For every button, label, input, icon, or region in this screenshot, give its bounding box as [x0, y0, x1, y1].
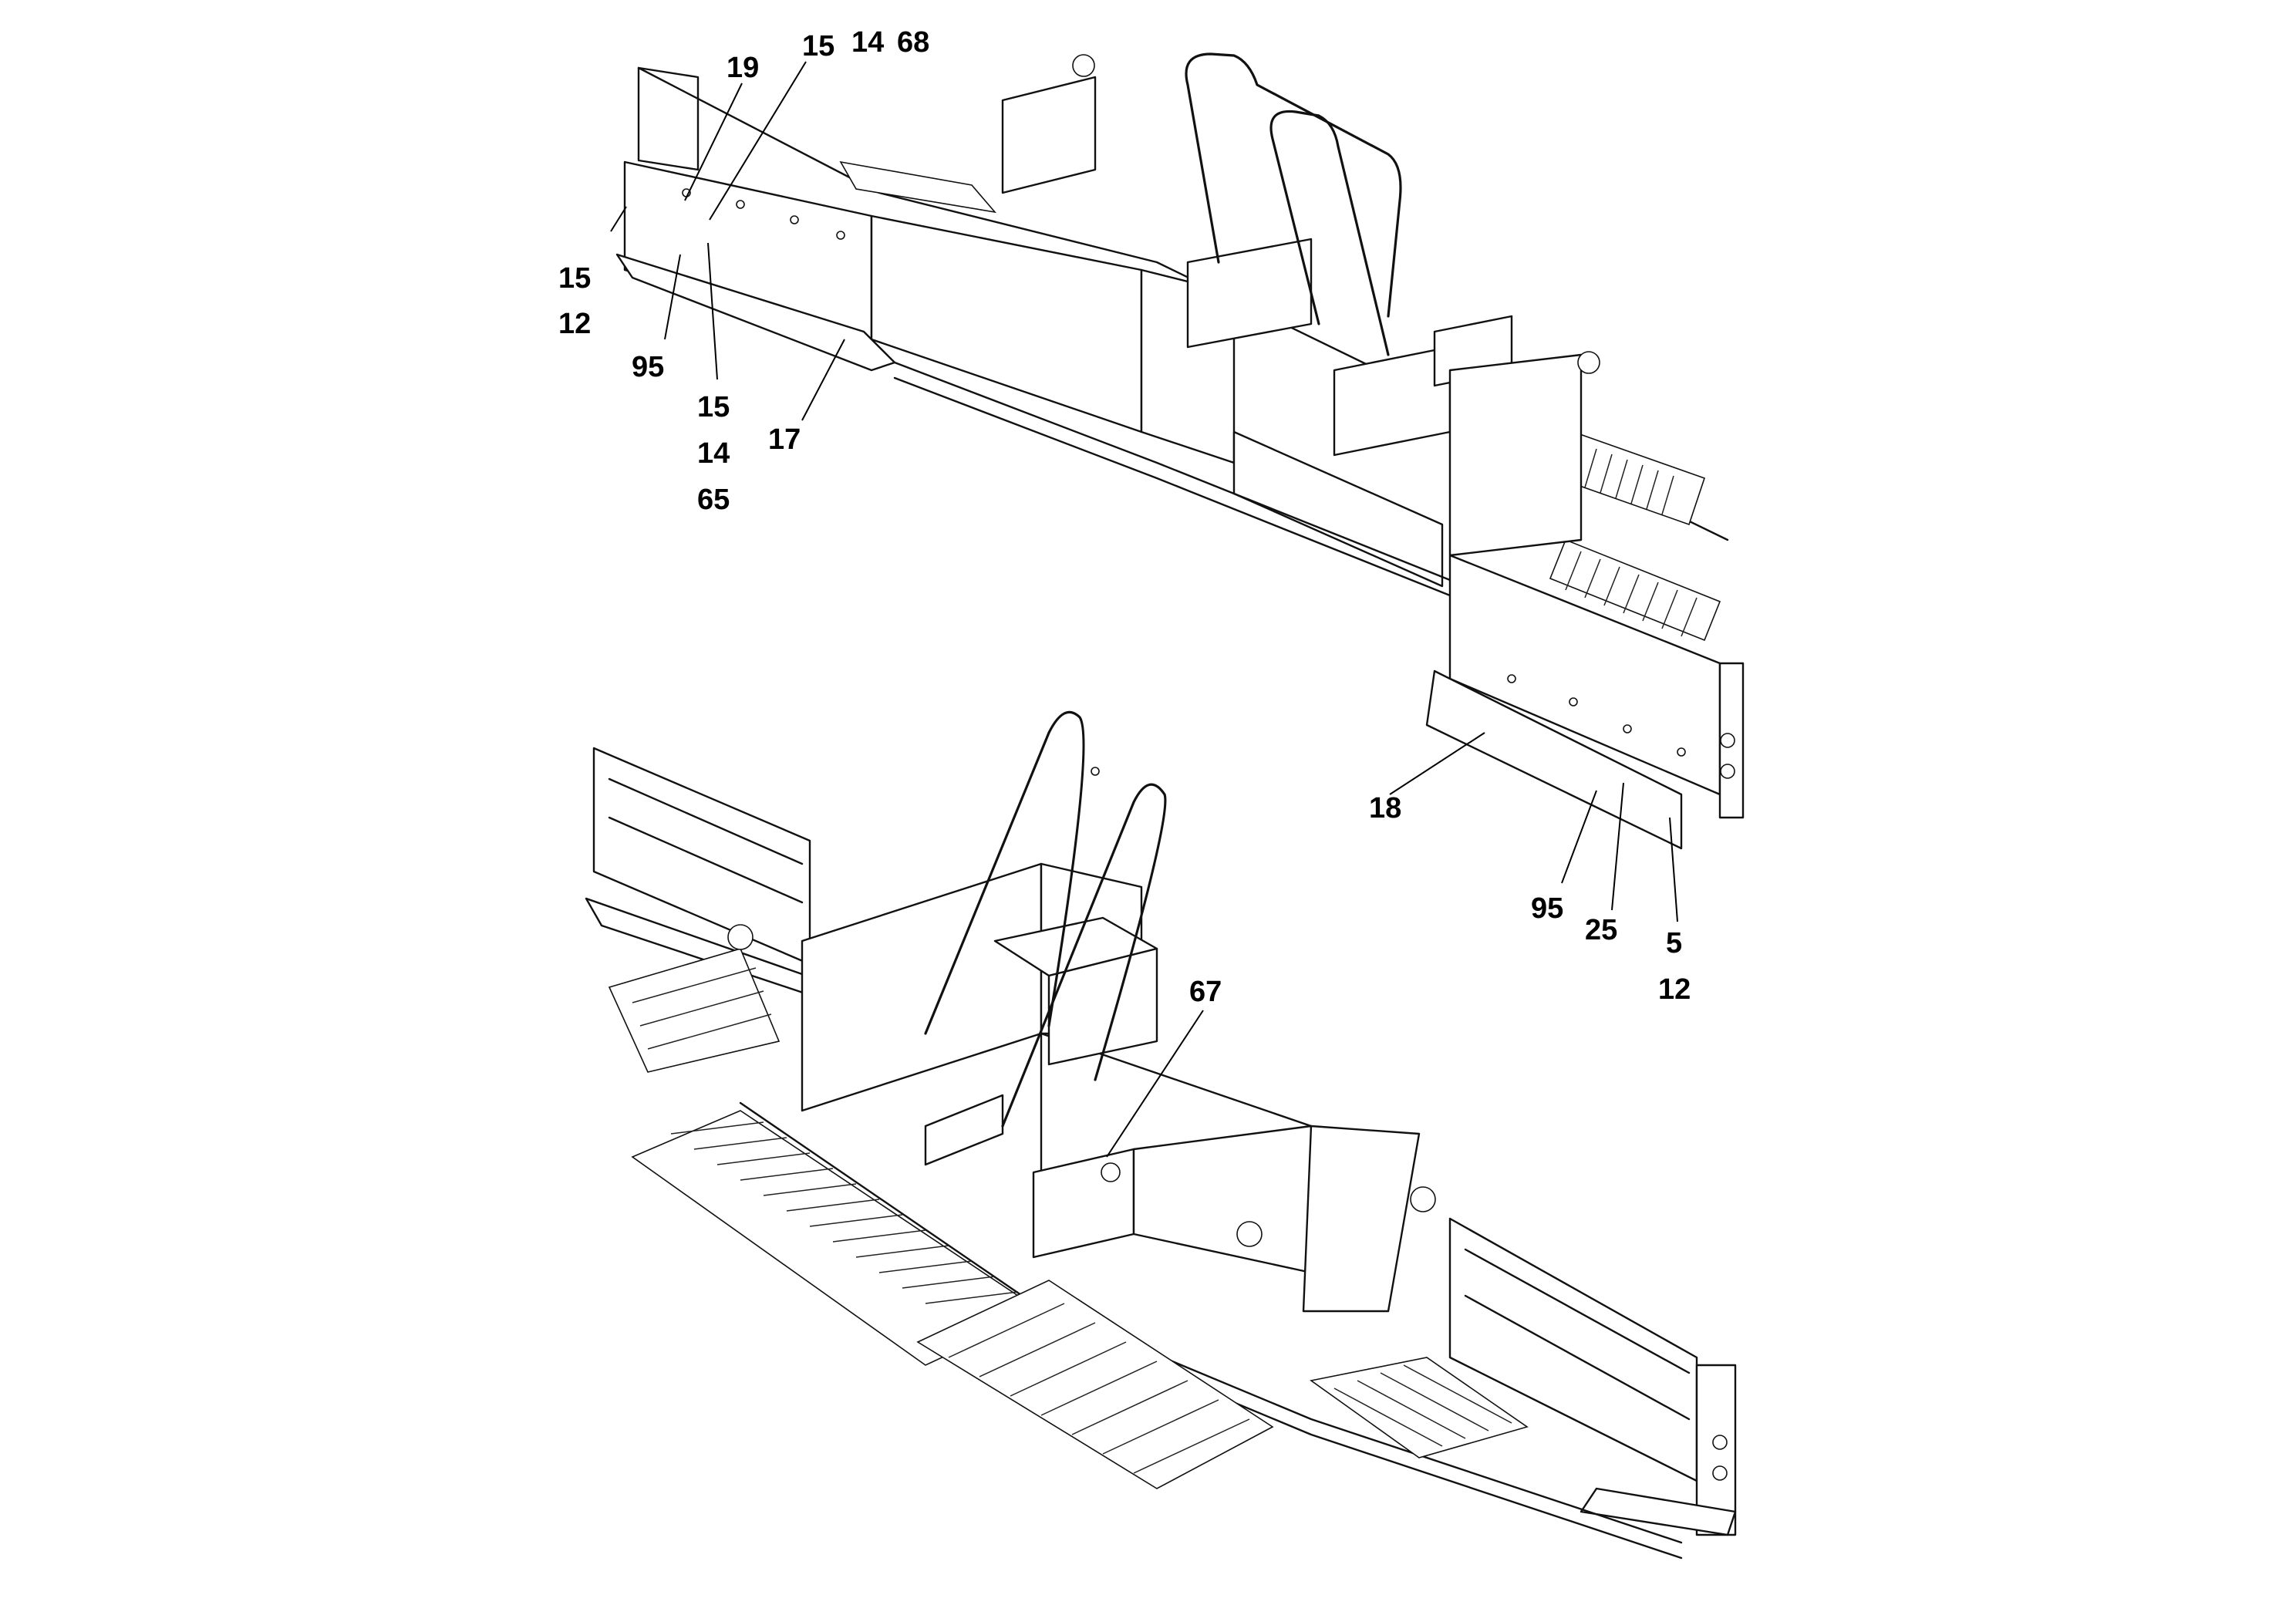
upper-screed-assembly: [615, 52, 1745, 850]
lower-screed-assembly: [585, 710, 1737, 1560]
callout-68: 68: [897, 26, 929, 59]
callout-14: 14: [851, 26, 884, 59]
callout-12: 12: [558, 308, 591, 340]
callout-12: 12: [1658, 973, 1691, 1006]
callout-95: 95: [1531, 892, 1563, 925]
callout-labels: 19 15 14 68 15 12 95 15 14 65 17 18 95 2…: [558, 26, 1691, 1008]
callout-65: 65: [697, 484, 730, 516]
callout-67: 67: [1189, 976, 1222, 1008]
callout-5: 5: [1666, 927, 1682, 959]
callout-25: 25: [1585, 914, 1617, 946]
callout-18: 18: [1369, 792, 1401, 824]
callout-15: 15: [802, 30, 834, 62]
callout-95: 95: [632, 351, 664, 383]
callout-17: 17: [768, 423, 801, 456]
callout-15: 15: [558, 262, 591, 295]
callout-14: 14: [697, 437, 730, 470]
callout-15: 15: [697, 391, 730, 423]
leader-lines: [610, 61, 1678, 1158]
callout-19: 19: [727, 52, 759, 84]
